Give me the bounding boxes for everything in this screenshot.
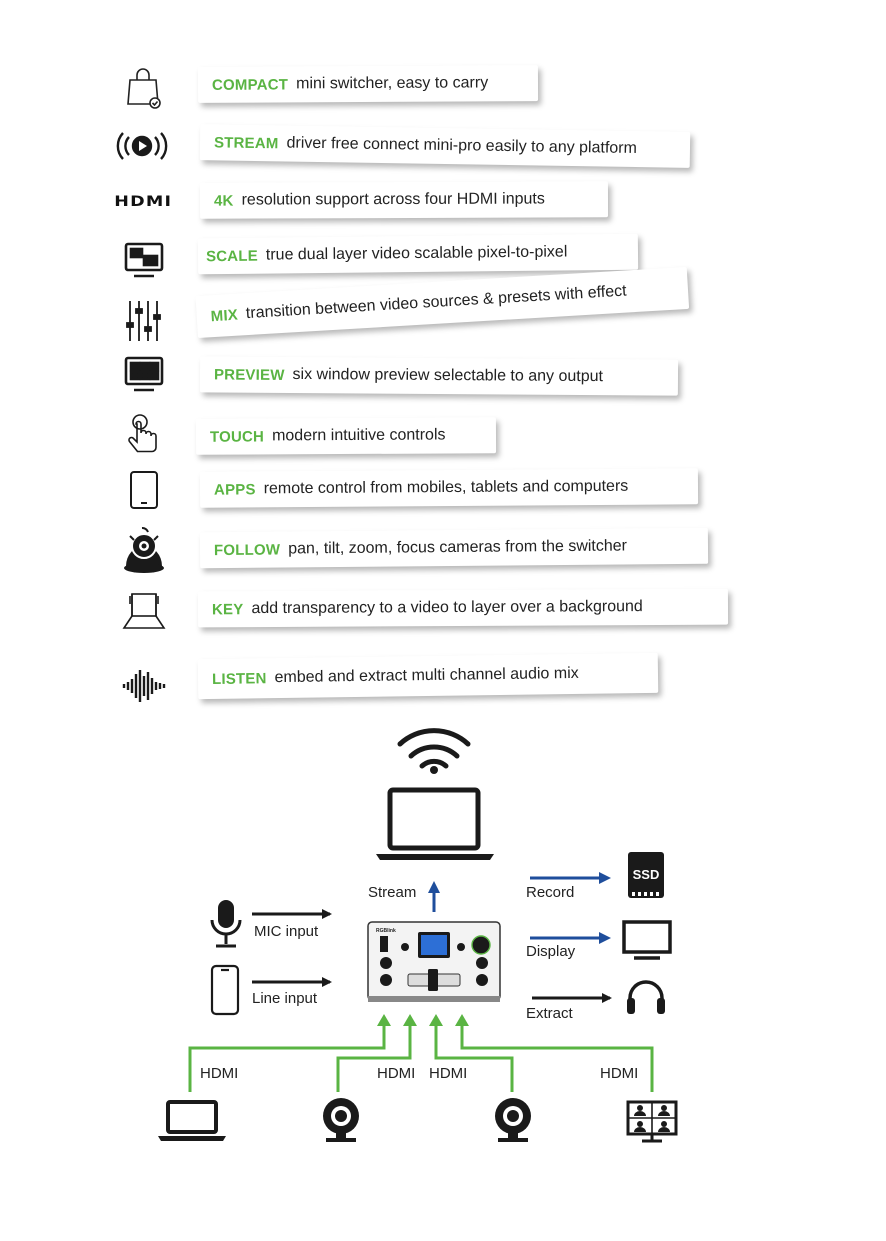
webcam-icon — [323, 1098, 359, 1142]
ptz-camera-icon — [116, 522, 172, 576]
line-input-label: Line input — [252, 990, 318, 1007]
display-monitor-icon — [622, 920, 672, 960]
extract-label: Extract — [526, 1005, 573, 1022]
hdmi-label: HDMI — [200, 1065, 239, 1082]
stream-label: Stream — [368, 884, 417, 901]
mic-input-label: MIC input — [254, 923, 319, 940]
scale-monitor-icon — [116, 238, 172, 282]
mini-pro-switcher-device: RGBlink — [367, 921, 501, 1002]
wifi-icon — [397, 728, 471, 774]
hdmi-label: HDMI — [377, 1065, 416, 1082]
shopping-bag-icon — [116, 66, 172, 110]
source-laptop-icon — [158, 1100, 226, 1141]
ssd-text: SSD — [633, 867, 660, 882]
headphones-icon — [627, 980, 665, 1014]
streaming-laptop-icon — [376, 787, 494, 860]
audio-waveform-icon — [116, 664, 172, 708]
hdmi-label: HDMI — [600, 1065, 639, 1082]
hdmi-input-arrowheads — [377, 1014, 469, 1026]
record-label: Record — [526, 884, 575, 901]
device-brand-text: RGBlink — [376, 928, 396, 934]
smartphone-icon — [210, 964, 240, 1016]
ssd-icon: SSD — [628, 852, 664, 898]
video-conference-monitor-icon — [626, 1100, 678, 1143]
hdmi-logo-icon: HDMI — [112, 180, 174, 224]
tablet-icon — [116, 468, 172, 512]
broadcast-play-icon — [114, 124, 170, 168]
webcam-icon — [495, 1098, 531, 1142]
microphone-icon — [210, 900, 242, 948]
green-screen-icon — [116, 590, 172, 634]
hdmi-input-lines — [188, 1024, 654, 1092]
touch-hand-icon — [116, 412, 172, 462]
multiview-monitor-icon — [116, 352, 172, 396]
mixer-faders-icon — [116, 296, 172, 346]
hdmi-label: HDMI — [429, 1065, 468, 1082]
display-label: Display — [526, 943, 576, 960]
hdmi-logo-text: HDMI — [113, 194, 173, 210]
